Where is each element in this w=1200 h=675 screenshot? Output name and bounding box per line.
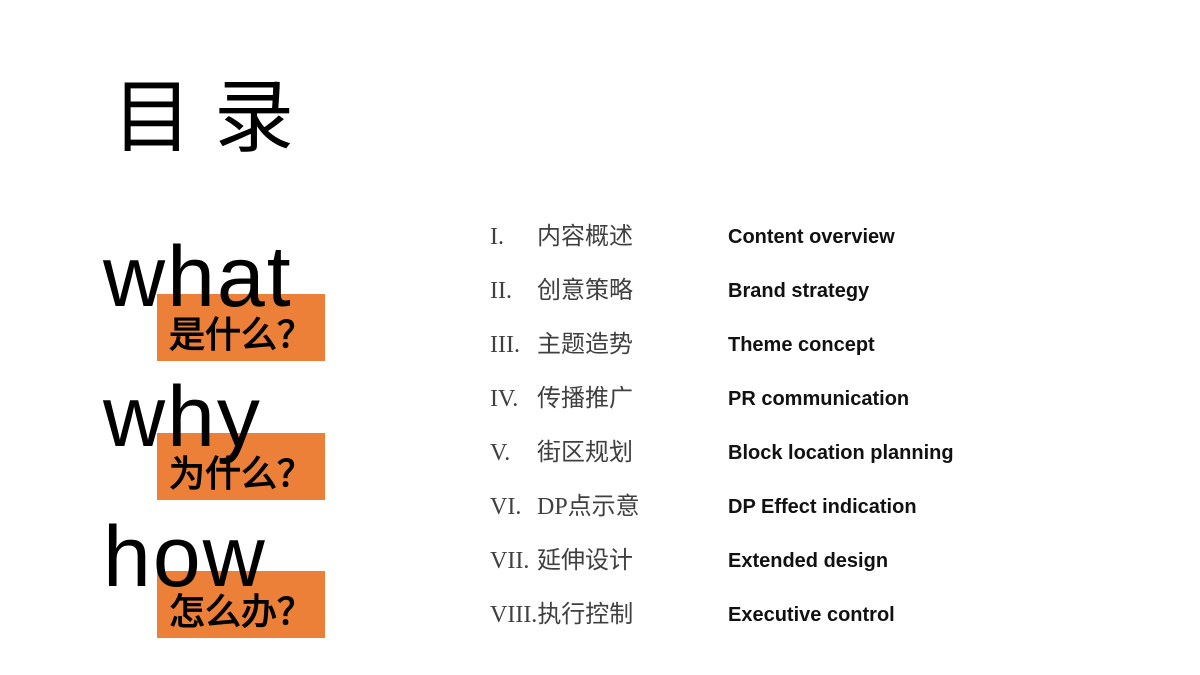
toc-item-6: VI. DP点示意 DP Effect indication (490, 480, 1050, 534)
toc-item-8: VIII. 执行控制 Executive control (490, 588, 1050, 642)
toc-item-4: IV. 传播推广 PR communication (490, 372, 1050, 426)
why-highlight-box: 为什么？ (157, 433, 325, 500)
toc-english-label: Extended design (728, 550, 889, 572)
toc-chinese-label: 执行控制 (537, 602, 634, 628)
page-title: 目录 (112, 73, 316, 162)
toc-list: I. 内容概述 Content overview II. 创意策略 Brand … (490, 210, 1050, 642)
how-chinese-label: 怎么办？ (168, 590, 313, 632)
toc-english-label: DP Effect indication (728, 496, 917, 518)
toc-english-label: Executive control (728, 604, 895, 626)
toc-item-5: V. 街区规划 Block location planning (490, 426, 1050, 480)
toc-item-2: II. 创意策略 Brand strategy (490, 264, 1050, 318)
toc-numeral: I. (490, 224, 504, 250)
toc-english-label: Content overview (728, 226, 895, 248)
toc-english-label: Block location planning (728, 442, 954, 464)
why-chinese-label: 为什么？ (168, 452, 313, 494)
how-highlight-box: 怎么办？ (157, 571, 325, 638)
toc-english-label: PR communication (728, 388, 910, 410)
toc-chinese-label: 内容概述 (537, 224, 633, 250)
toc-chinese-label: 延伸设计 (537, 548, 633, 574)
how-word: how (103, 509, 267, 605)
toc-english-label: Brand strategy (728, 280, 870, 302)
toc-chinese-label: 街区规划 (537, 440, 633, 466)
what-chinese-label: 是什么？ (168, 313, 313, 355)
toc-numeral: VIII. (490, 602, 538, 628)
toc-chinese-label: 主题造势 (537, 332, 633, 358)
toc-numeral: VII. (490, 548, 530, 574)
toc-chinese-label: DP点示意 (537, 494, 640, 520)
toc-item-3: III. 主题造势 Theme concept (490, 318, 1050, 372)
toc-numeral: II. (490, 278, 512, 304)
toc-numeral: IV. (490, 386, 519, 412)
toc-chinese-label: 传播推广 (537, 386, 633, 412)
toc-item-1: I. 内容概述 Content overview (490, 210, 1050, 264)
toc-english-label: Theme concept (728, 334, 875, 356)
what-highlight-box: 是什么？ (157, 294, 325, 361)
toc-numeral: III. (490, 332, 520, 358)
toc-numeral: VI. (490, 494, 522, 520)
toc-chinese-label: 创意策略 (537, 278, 633, 304)
toc-numeral: V. (490, 440, 511, 466)
why-word: why (103, 369, 262, 465)
what-word: what (103, 229, 293, 325)
toc-item-7: VII. 延伸设计 Extended design (490, 534, 1050, 588)
